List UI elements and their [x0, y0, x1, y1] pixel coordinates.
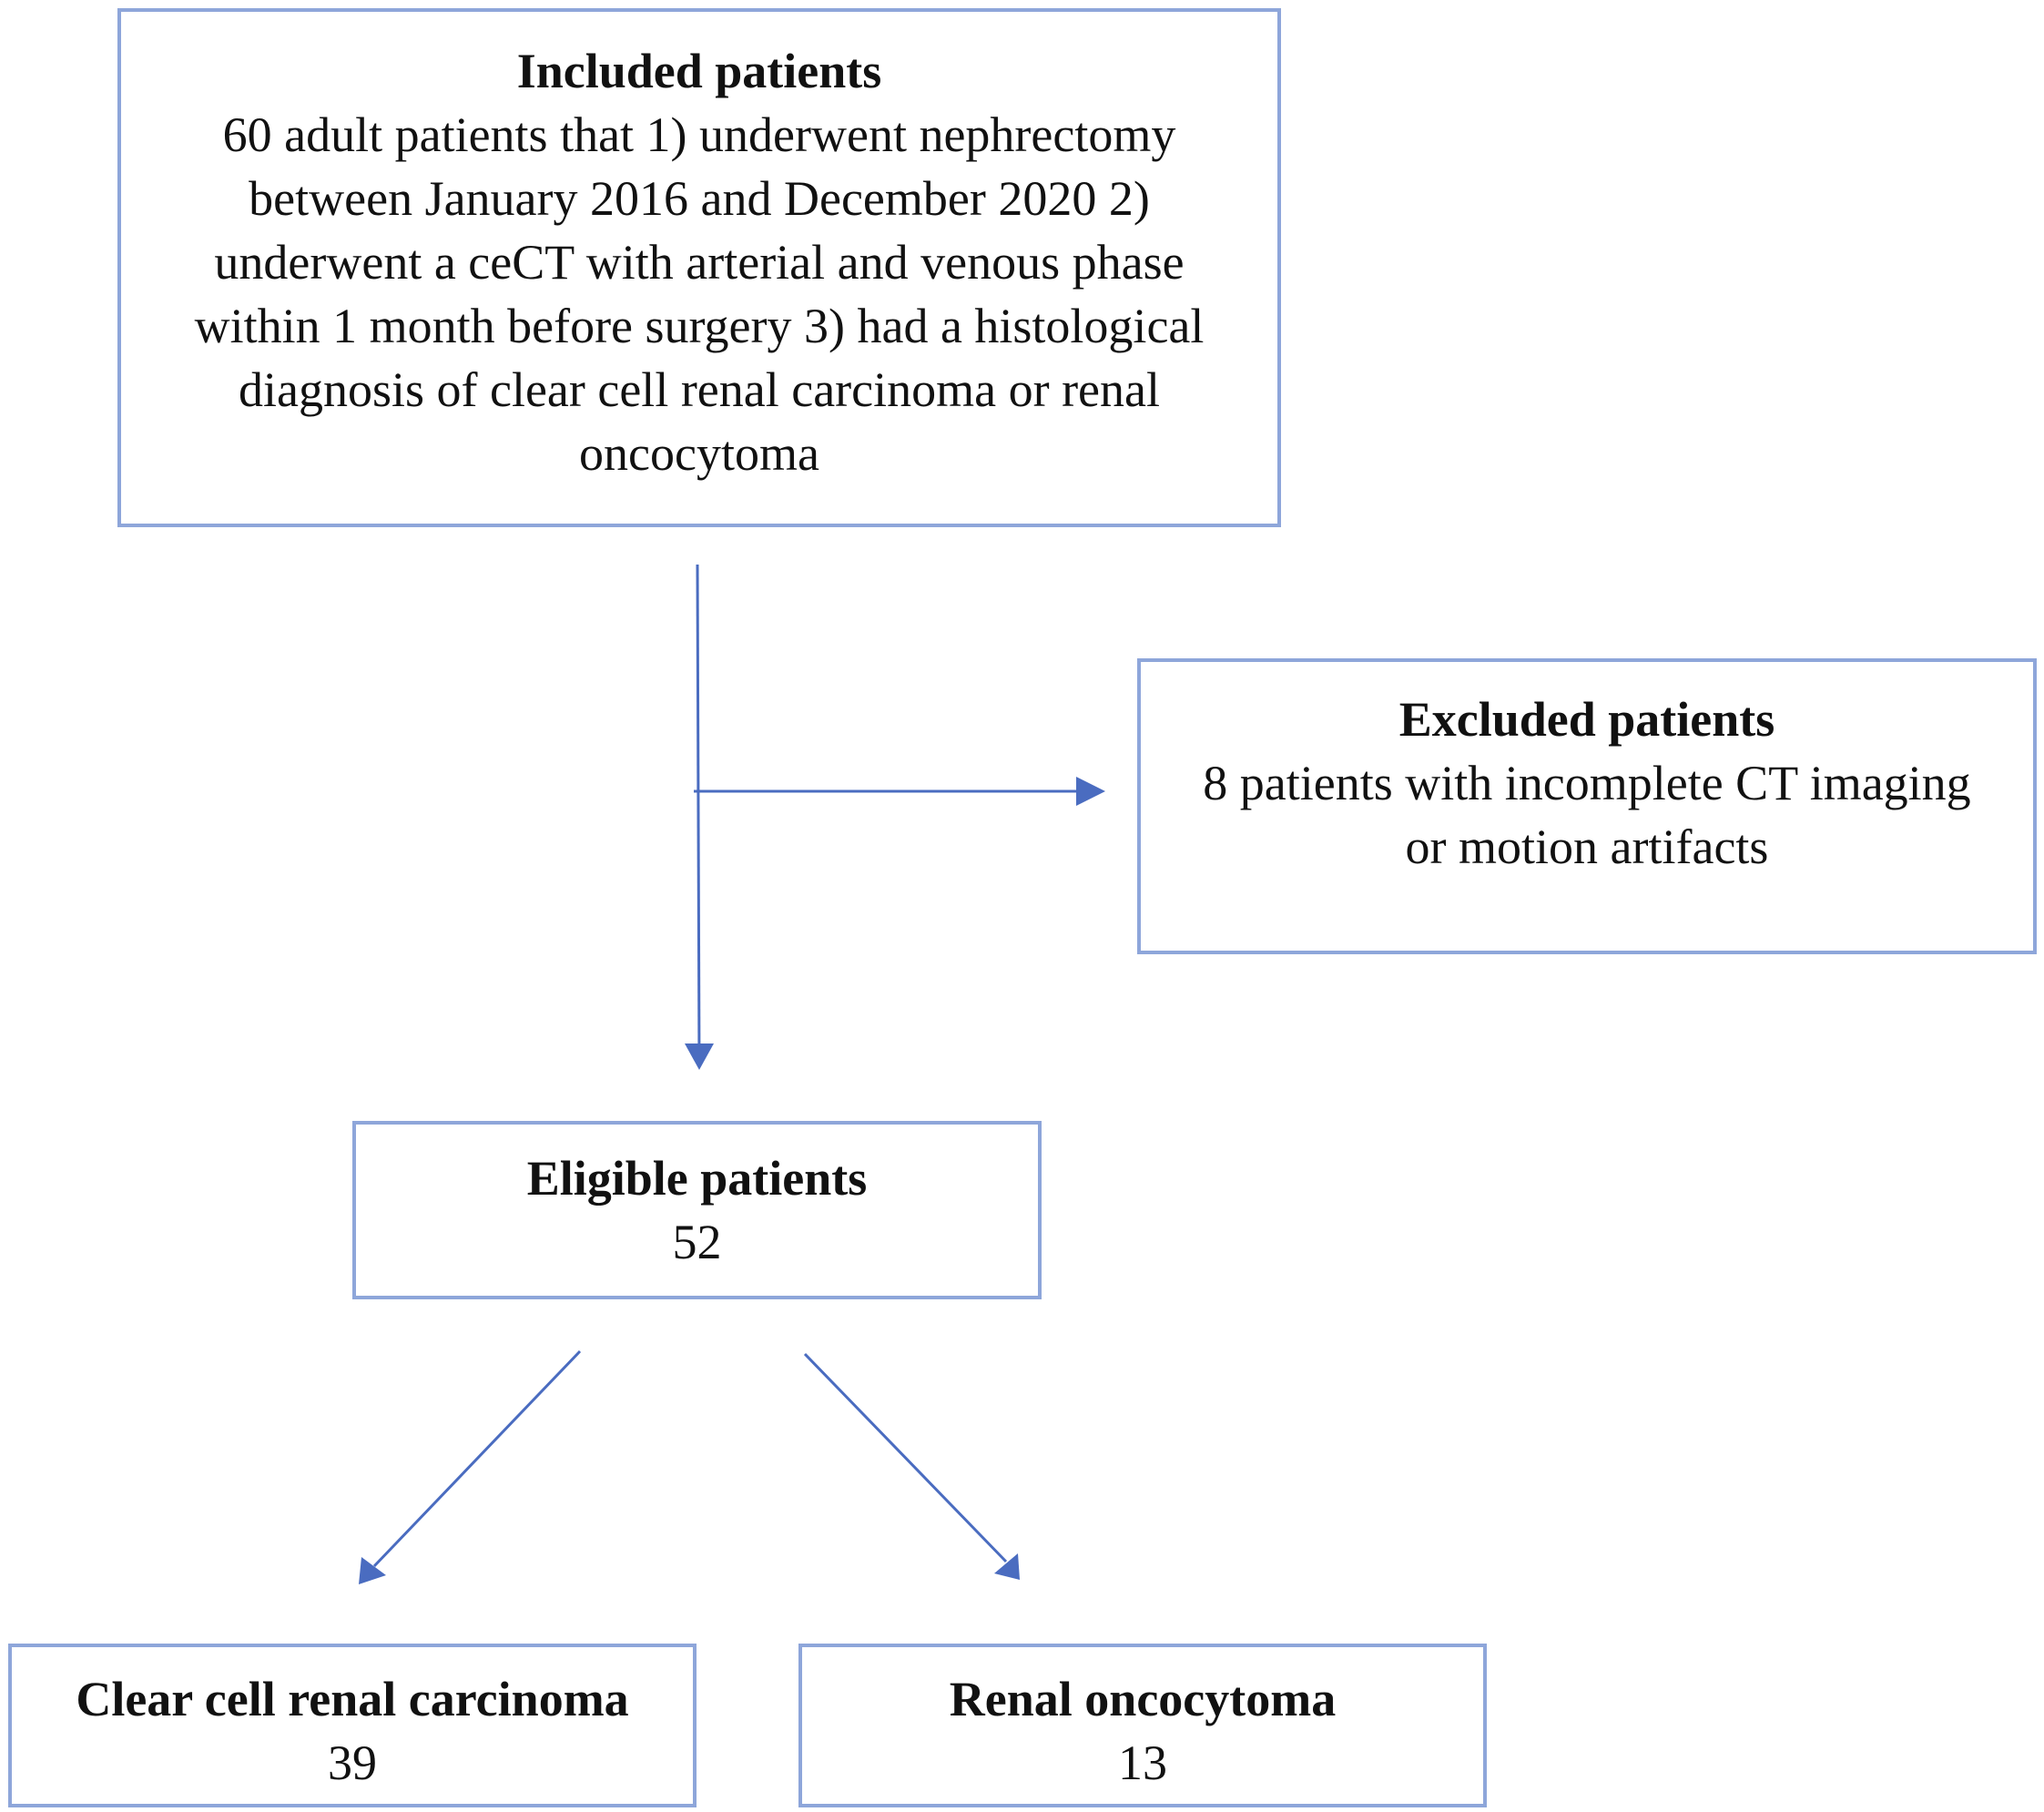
renal-oncocytoma-box: Renal oncocytoma 13 [798, 1644, 1487, 1807]
arrow-eligible-to-ccrc [372, 1349, 582, 1568]
included-criteria-line: oncocytoma [579, 426, 819, 481]
included-criteria-line: underwent a ceCT with arterial and venou… [214, 235, 1185, 290]
included-criteria-line: 60 adult patients that 1) underwent neph… [222, 107, 1176, 162]
included-criteria-line: within 1 month before surgery 3) had a h… [194, 299, 1205, 353]
clear-cell-carcinoma-count: 39 [328, 1736, 377, 1790]
arrowhead-ccrc [359, 1557, 386, 1584]
included-patients-title: Included patients [516, 44, 882, 98]
eligible-patients-title: Eligible patients [526, 1151, 868, 1206]
clear-cell-carcinoma-box: Clear cell renal carcinoma 39 [8, 1644, 697, 1807]
eligible-patients-count: 52 [672, 1215, 722, 1269]
excluded-reason-line: 8 patients with incomplete CT imaging [1203, 756, 1971, 810]
excluded-patients-box: Excluded patients 8 patients with incomp… [1137, 658, 2037, 954]
included-criteria-line: between January 2016 and December 2020 2… [249, 171, 1150, 226]
included-criteria-line: diagnosis of clear cell renal carcinoma … [239, 362, 1160, 417]
included-patients-box: Included patients 60 adult patients that… [117, 8, 1281, 527]
arrow-included-to-eligible [696, 564, 701, 1068]
clear-cell-carcinoma-title: Clear cell renal carcinoma [76, 1672, 629, 1726]
arrowhead-eligible [685, 1043, 714, 1070]
arrowhead-oncocytoma [994, 1553, 1020, 1580]
arrowhead-excluded [1076, 777, 1105, 806]
eligible-patients-box: Eligible patients 52 [352, 1121, 1042, 1299]
renal-oncocytoma-title: Renal oncocytoma [949, 1672, 1337, 1726]
renal-oncocytoma-count: 13 [1118, 1736, 1167, 1790]
excluded-patients-title: Excluded patients [1398, 692, 1775, 747]
arrow-eligible-to-oncocytoma [803, 1352, 1008, 1563]
excluded-reason-line: or motion artifacts [1405, 819, 1769, 874]
